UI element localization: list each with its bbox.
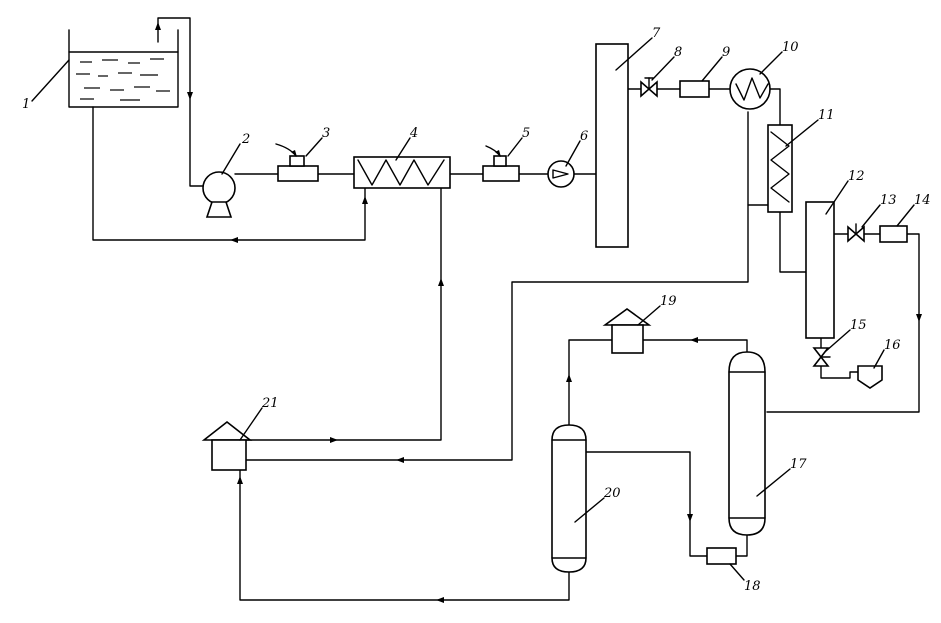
label-7: 7 (652, 26, 661, 41)
pipe-tank-bottom-to-hx4 (92, 106, 366, 241)
equipment-20-vessel (551, 424, 587, 573)
equipment-labels: 1 2 3 4 5 6 7 8 9 10 11 12 13 14 15 16 1… (22, 26, 931, 594)
label-21: 21 (261, 396, 279, 411)
arrow-right-from-21 (330, 437, 338, 443)
equipment-4-heat-exchanger (353, 156, 451, 189)
label-3: 3 (322, 126, 330, 141)
arrow-left-to-21 (396, 457, 404, 463)
arrow-up-into-hx4 (362, 196, 368, 204)
label-2: 2 (241, 132, 250, 147)
label-11: 11 (818, 108, 835, 123)
equipment-8-valve (640, 77, 658, 98)
label-1: 1 (22, 97, 30, 112)
pipe-tank-top-to-pump (157, 17, 206, 187)
pipe-valve15-to-16 (820, 365, 859, 379)
arrow-up-tank-overflow (155, 22, 161, 30)
label-9: 9 (722, 45, 730, 60)
pipe-column20-to-21 (239, 469, 570, 601)
equipment-10-exchanger (729, 68, 771, 110)
arrow-down-filter14 (916, 314, 922, 322)
pipe-19-to-column20 (568, 339, 613, 426)
equipment-11-coil (767, 124, 793, 213)
label-15: 15 (850, 318, 867, 333)
label-12: 12 (848, 169, 865, 184)
equipment-2-pump (202, 171, 236, 218)
arrow-up-return-hx4 (438, 278, 444, 286)
equipment-17-vessel (728, 351, 766, 536)
pipe-18-to-column17 (735, 534, 748, 557)
label-16: 16 (884, 338, 901, 353)
flow-arrows (155, 22, 922, 603)
pipes (92, 17, 920, 601)
label-14: 14 (914, 193, 931, 208)
label-8: 8 (674, 45, 682, 60)
arrow-left-bottom-loop (230, 237, 238, 243)
label-5: 5 (522, 126, 530, 141)
arrow-up-into-21 (237, 476, 243, 484)
pipe-column17-to-19 (642, 339, 748, 353)
pipe-coil11-to-column12 (779, 211, 807, 273)
label-18: 18 (744, 579, 761, 594)
equipment-12-column (805, 201, 835, 339)
arrow-left-to-19 (690, 337, 698, 343)
arrow-left-bottom-return (436, 597, 444, 603)
arrow-down-to-pump (187, 92, 193, 100)
equipment-21-hood (201, 420, 253, 471)
pipe-hx10-to-coil11 (769, 88, 781, 126)
label-17: 17 (790, 457, 807, 472)
equipment-1-tank (68, 29, 179, 108)
arrow-down-to-18 (687, 514, 693, 522)
label-20: 20 (603, 486, 621, 501)
leader-lines (31, 37, 915, 581)
equipment-3-filter (275, 143, 319, 182)
equipment-16-receiver (857, 365, 883, 389)
label-19: 19 (660, 294, 677, 309)
label-6: 6 (580, 129, 588, 144)
label-13: 13 (880, 193, 897, 208)
equipment-14-filter (879, 225, 908, 243)
equipment-7-column (595, 43, 629, 248)
equipment-5-filter (482, 145, 520, 182)
equipment-15-valve (812, 347, 831, 367)
pipe-hx10-bottom-to-21 (245, 111, 749, 461)
equipment-9-filter (679, 80, 710, 98)
equipment-19-hood (602, 308, 652, 354)
pipe-21-to-hx4 (245, 187, 442, 441)
pipe-filter14-to-column17 (766, 233, 920, 413)
equipment-18-filter (706, 547, 737, 565)
arrow-up-to-19 (566, 374, 572, 382)
equipment-6-pump (547, 160, 575, 188)
label-4: 4 (409, 126, 418, 141)
pipe-column20-to-18 (585, 451, 708, 557)
equipment-13-valve (847, 223, 865, 243)
label-10: 10 (782, 40, 799, 55)
